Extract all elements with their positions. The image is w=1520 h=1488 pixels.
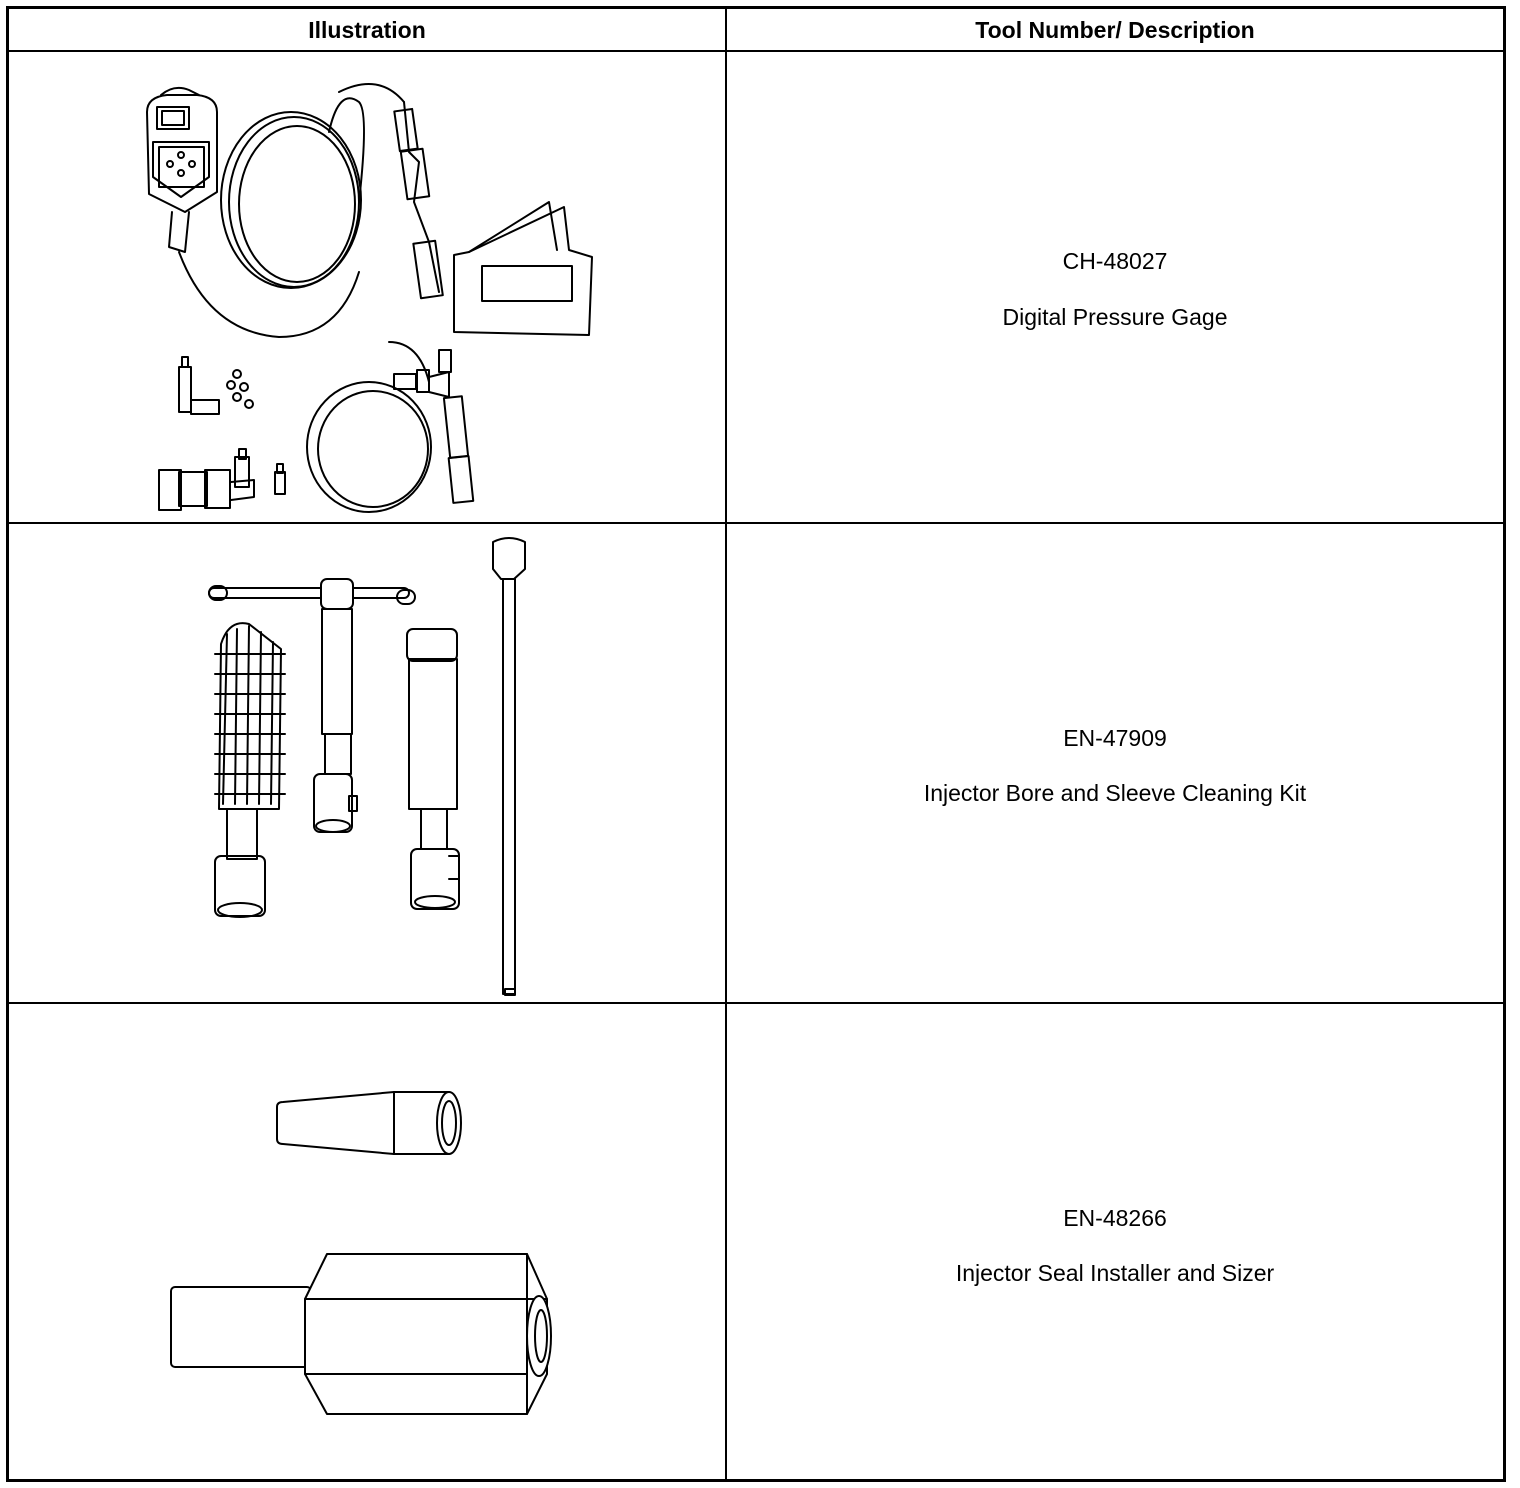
tool-description: Injector Seal Installer and Sizer: [955, 1260, 1275, 1286]
seal-installer-sizer-icon: [170, 1091, 552, 1415]
table-row: EN-48266 Injector Seal Installer and Siz…: [727, 1004, 1503, 1482]
cleaning-kit-icon: [208, 537, 526, 996]
header-tool-number-description: Tool Number/ Description: [975, 17, 1255, 43]
tool-table: Illustration Tool Number/ Description: [6, 6, 1506, 1482]
row-divider: [9, 522, 1503, 524]
digital-pressure-gage-kit-icon: [146, 83, 593, 513]
tool-number: EN-47909: [1063, 725, 1167, 751]
column-divider: [725, 9, 727, 1479]
table-row: [9, 1004, 725, 1482]
table-row: [9, 52, 725, 522]
row-divider: [9, 1002, 1503, 1004]
tool-number: CH-48027: [1062, 248, 1168, 274]
header-illustration: Illustration: [308, 17, 426, 43]
table-row: CH-48027 Digital Pressure Gage: [727, 52, 1503, 522]
tool-number: EN-48266: [1063, 1205, 1167, 1231]
table-row: [9, 524, 725, 1002]
tool-description: Digital Pressure Gage: [1002, 304, 1228, 330]
table-row: EN-47909 Injector Bore and Sleeve Cleani…: [727, 524, 1503, 1002]
tool-description: Injector Bore and Sleeve Cleaning Kit: [923, 780, 1307, 806]
header-divider: [9, 50, 1503, 52]
